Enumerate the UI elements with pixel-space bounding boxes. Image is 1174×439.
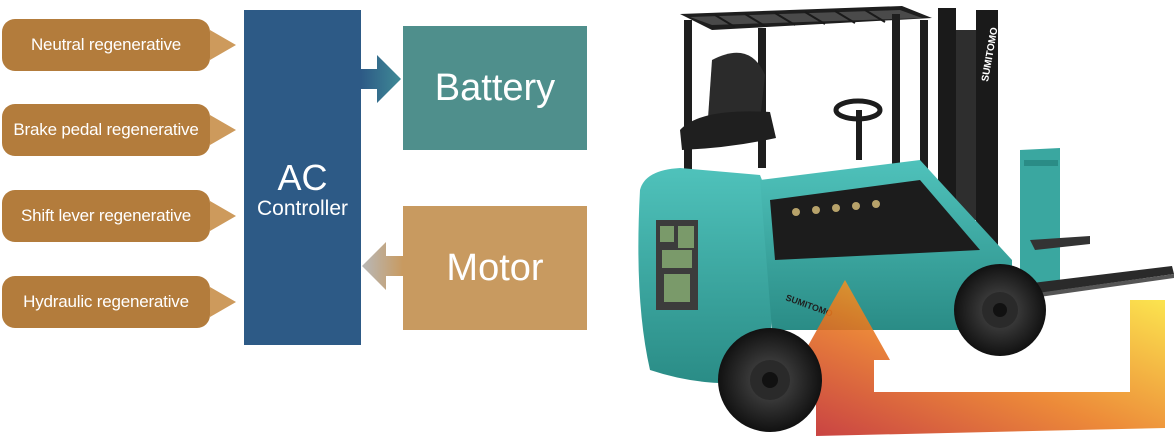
ac-controller-block: AC Controller <box>244 10 361 345</box>
hydraulic-regenerative-box: Hydraulic regenerative <box>2 276 210 328</box>
shift-lever-regenerative-arrow <box>210 201 236 231</box>
brake-pedal-regenerative-box: Brake pedal regenerative <box>2 104 210 156</box>
hydraulic-regenerative-arrow <box>210 287 236 317</box>
shift-lever-regenerative-box: Shift lever regenerative <box>2 190 210 242</box>
arrow-to-battery-icon <box>361 55 401 103</box>
battery-block: Battery <box>403 26 587 150</box>
neutral-regenerative-box: Neutral regenerative <box>2 19 210 71</box>
neutral-regenerative-arrow <box>210 30 236 60</box>
controller-subtitle: Controller <box>256 197 349 220</box>
arrow-from-motor-icon <box>362 242 403 290</box>
motor-block: Motor <box>403 206 587 330</box>
controller-title: AC <box>277 157 328 198</box>
forklift-image: SUMITOMO SUMITOMO <box>638 6 1174 436</box>
brake-pedal-regenerative-arrow <box>210 115 236 145</box>
